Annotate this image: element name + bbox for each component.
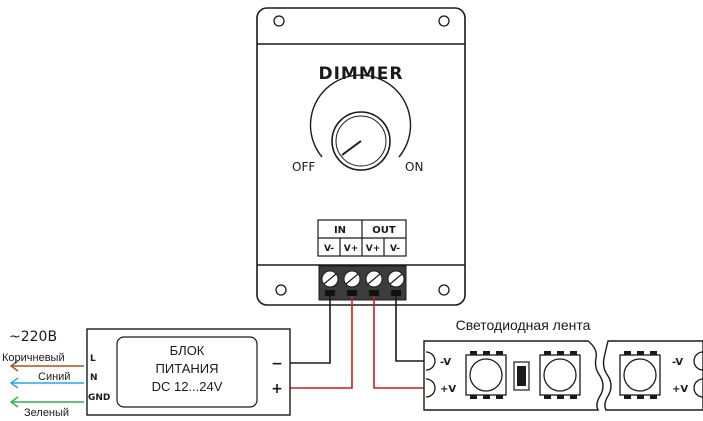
terminal-label-3: V+ bbox=[366, 244, 381, 254]
led-chip bbox=[465, 351, 507, 399]
wire-in-negative bbox=[290, 296, 331, 364]
strip-pad-right-minus bbox=[693, 351, 703, 371]
mains-terminal-gnd: GND bbox=[88, 393, 110, 403]
screw-terminal-3[interactable] bbox=[365, 270, 383, 296]
screw-terminal-2[interactable] bbox=[343, 270, 361, 296]
screw-terminal-4[interactable] bbox=[387, 270, 405, 296]
mount-hole-top-right bbox=[438, 15, 450, 27]
power-supply: БЛОК ПИТАНИЯ DC 12...24V − + L N GND bbox=[86, 328, 291, 416]
dial-pointer bbox=[341, 140, 362, 156]
dial-scale-arc bbox=[309, 74, 412, 158]
wire-out-positive bbox=[373, 296, 428, 389]
psu-label-line2: ПИТАНИЯ bbox=[156, 361, 219, 376]
out-label: OUT bbox=[372, 225, 396, 236]
screw-terminal-1[interactable] bbox=[321, 270, 339, 296]
strip-pad-right-plus bbox=[693, 378, 703, 398]
wire-out-negative bbox=[395, 296, 428, 362]
strip-pad-left-plus bbox=[425, 378, 436, 398]
dial-off-label: OFF bbox=[292, 160, 315, 174]
mount-hole-bottom-right bbox=[438, 284, 450, 296]
wire-green-label: Зеленый bbox=[24, 407, 69, 419]
mains-input: ~220В Коричневый Синий Зеленый bbox=[2, 329, 84, 419]
in-label: IN bbox=[334, 225, 346, 236]
mains-voltage-label: ~220В bbox=[9, 329, 57, 345]
strip-pad-left-minus bbox=[425, 351, 436, 371]
wire-in-positive bbox=[290, 296, 353, 389]
terminal-label-4: V- bbox=[390, 244, 400, 254]
psu-minus-label: − bbox=[271, 356, 283, 372]
led-strip-title: Светодиодная лента bbox=[456, 317, 591, 333]
arrow-green bbox=[9, 396, 19, 408]
mains-terminal-l: L bbox=[90, 354, 96, 364]
terminal-label-table: IN OUT V- V+ V+ V- bbox=[317, 219, 407, 257]
mains-terminal-n: N bbox=[90, 373, 98, 383]
strip-left-minus-label: -V bbox=[440, 357, 451, 368]
wire-blue-label: Синий bbox=[38, 371, 70, 383]
mount-hole-top-left bbox=[273, 15, 285, 27]
arrow-blue bbox=[9, 377, 19, 389]
dial-on-label: ON bbox=[405, 160, 423, 174]
dial-knob-inner bbox=[335, 115, 387, 167]
terminal-label-1: V- bbox=[324, 244, 334, 254]
psu-inner-panel bbox=[116, 336, 258, 408]
led-strip: Светодиодная лента -V +V -V +V bbox=[423, 317, 703, 411]
dimmer-title: DIMMER bbox=[319, 64, 404, 84]
mount-hole-bottom-left bbox=[275, 284, 287, 296]
resistor bbox=[513, 361, 530, 391]
strip-left-plus-label: +V bbox=[440, 384, 456, 395]
wire-brown-label: Коричневый bbox=[2, 352, 65, 364]
screw-terminal-block bbox=[318, 265, 407, 301]
dimmer-unit: DIMMER OFF ON IN OUT V- V+ V+ V- bbox=[256, 7, 466, 306]
led-chip bbox=[539, 351, 581, 399]
psu-label-line3: DC 12...24V bbox=[152, 379, 223, 394]
wires bbox=[290, 296, 428, 389]
terminal-label-2: V+ bbox=[344, 244, 359, 254]
strip-right-minus-label: -V bbox=[672, 357, 683, 368]
psu-plus-label: + bbox=[271, 381, 283, 397]
psu-label-line1: БЛОК bbox=[170, 343, 205, 358]
arrow-brown bbox=[9, 360, 19, 372]
led-chip bbox=[619, 351, 661, 399]
strip-right-plus-label: +V bbox=[672, 384, 688, 395]
